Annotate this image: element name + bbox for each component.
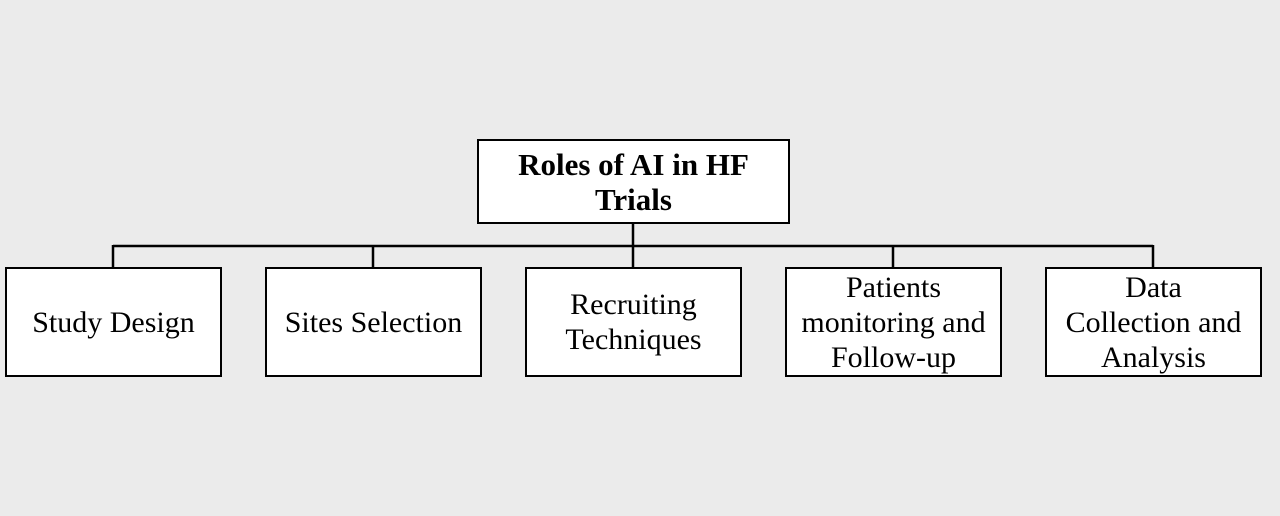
- child-node-label: Recruiting Techniques: [565, 288, 702, 356]
- child-node-label: Data Collection and Analysis: [1065, 270, 1242, 374]
- child-node-label: Sites Selection: [284, 305, 463, 339]
- child-node-label: Study Design: [32, 305, 195, 339]
- child-node-recruiting-techniques: Recruiting Techniques: [525, 267, 742, 377]
- child-node-label: Patients monitoring and Follow-up: [801, 270, 986, 374]
- child-node-patients-monitoring: Patients monitoring and Follow-up: [785, 267, 1002, 377]
- child-node-sites-selection: Sites Selection: [265, 267, 482, 377]
- child-node-study-design: Study Design: [5, 267, 222, 377]
- root-node-label: Roles of AI in HF Trials: [518, 146, 749, 217]
- child-node-data-collection: Data Collection and Analysis: [1045, 267, 1262, 377]
- root-node: Roles of AI in HF Trials: [477, 139, 790, 224]
